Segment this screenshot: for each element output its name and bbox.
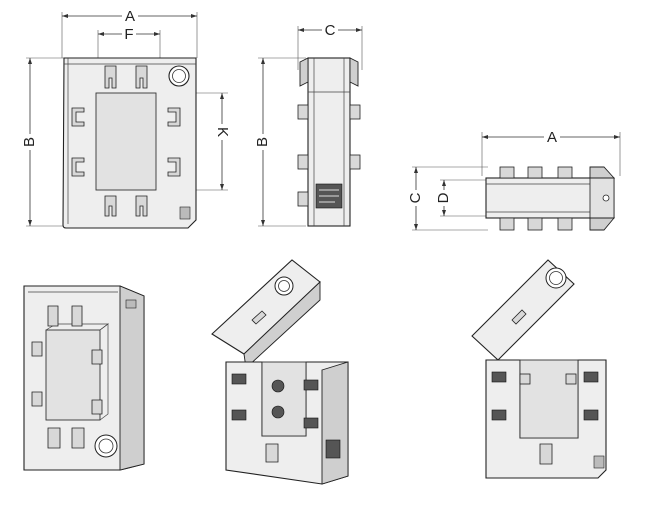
front-label-mark	[179, 206, 191, 220]
dimension-c-top-label: C	[407, 192, 424, 203]
front-open-terminals	[491, 371, 599, 421]
dimension-d-top-label: D	[435, 192, 452, 203]
dimension-b-side-label: B	[254, 137, 271, 147]
side-view: C B	[254, 22, 363, 227]
front-lock-hole	[168, 65, 190, 87]
top-view: A C D	[407, 129, 621, 231]
front-view: A F B K	[21, 8, 231, 229]
dimension-b-label: B	[21, 137, 38, 147]
front-open-view	[471, 259, 607, 479]
dimension-c-label: C	[325, 22, 336, 39]
dimension-a-label: A	[125, 8, 135, 25]
iso-closed-window	[45, 329, 101, 421]
iso-closed-view	[23, 285, 145, 471]
dimension-k-label: K	[214, 127, 231, 137]
iso-open-view	[211, 259, 349, 485]
iso-open-terminals	[231, 373, 319, 429]
dimension-f-label: F	[124, 26, 133, 43]
front-window	[95, 92, 157, 191]
dimension-a-top-label: A	[547, 129, 557, 146]
